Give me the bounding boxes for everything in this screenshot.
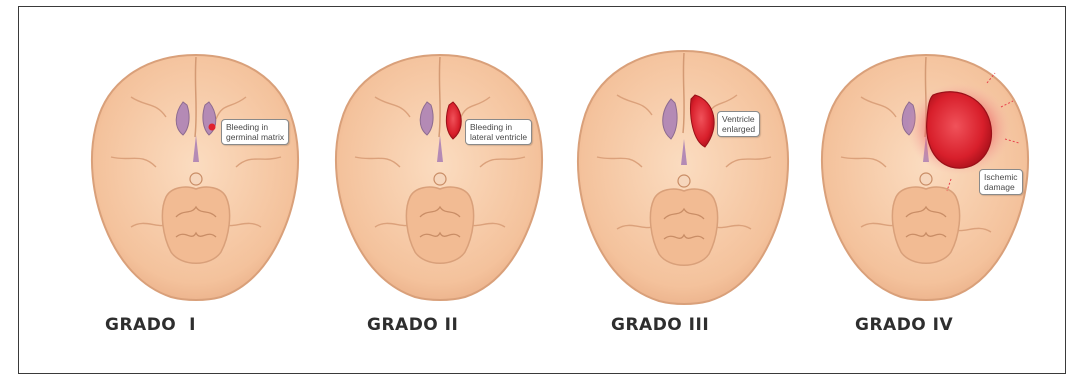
callout-line-2: germinal matrix (226, 132, 284, 142)
callout-line-1: Ventricle (722, 114, 755, 124)
callout-line-2: enlarged (722, 124, 755, 134)
callout-box-4: Ischemic damage (979, 169, 1023, 195)
brain-axial-illustration-2 (315, 47, 565, 307)
panel-grade-3: Ventricle enlarged GRADO III (559, 47, 809, 357)
grade-label-1: GRADO I (105, 315, 196, 335)
callout-box-2: Bleeding in lateral ventricle (465, 119, 532, 145)
brain-axial-illustration-3 (559, 47, 809, 307)
panel-grade-4: Ischemic damage GRADO IV (801, 47, 1051, 357)
callout-box-3: Ventricle enlarged (717, 111, 760, 137)
callout-line-2: damage (984, 182, 1018, 192)
panel-grade-2: Bleeding in lateral ventricle GRADO II (315, 47, 565, 357)
panel-grade-1: Bleeding in germinal matrix GRADO I (71, 47, 321, 357)
brain-outline (578, 51, 788, 304)
callout-box-1: Bleeding in germinal matrix (221, 119, 289, 145)
grade-label-3: GRADO III (611, 315, 709, 335)
figure-frame: Bleeding in germinal matrix GRADO I Blee… (18, 6, 1066, 374)
callout-line-1: Ischemic (984, 172, 1018, 182)
brain-outline (336, 55, 542, 300)
grade-label-4: GRADO IV (855, 315, 953, 335)
brain-outline (92, 55, 298, 300)
callout-line-2: lateral ventricle (470, 132, 527, 142)
callout-line-1: Bleeding in (470, 122, 527, 132)
germinal-matrix-bleed (209, 124, 216, 131)
callout-line-1: Bleeding in (226, 122, 284, 132)
brain-axial-illustration-1 (71, 47, 321, 307)
grade-label-2: GRADO II (367, 315, 458, 335)
